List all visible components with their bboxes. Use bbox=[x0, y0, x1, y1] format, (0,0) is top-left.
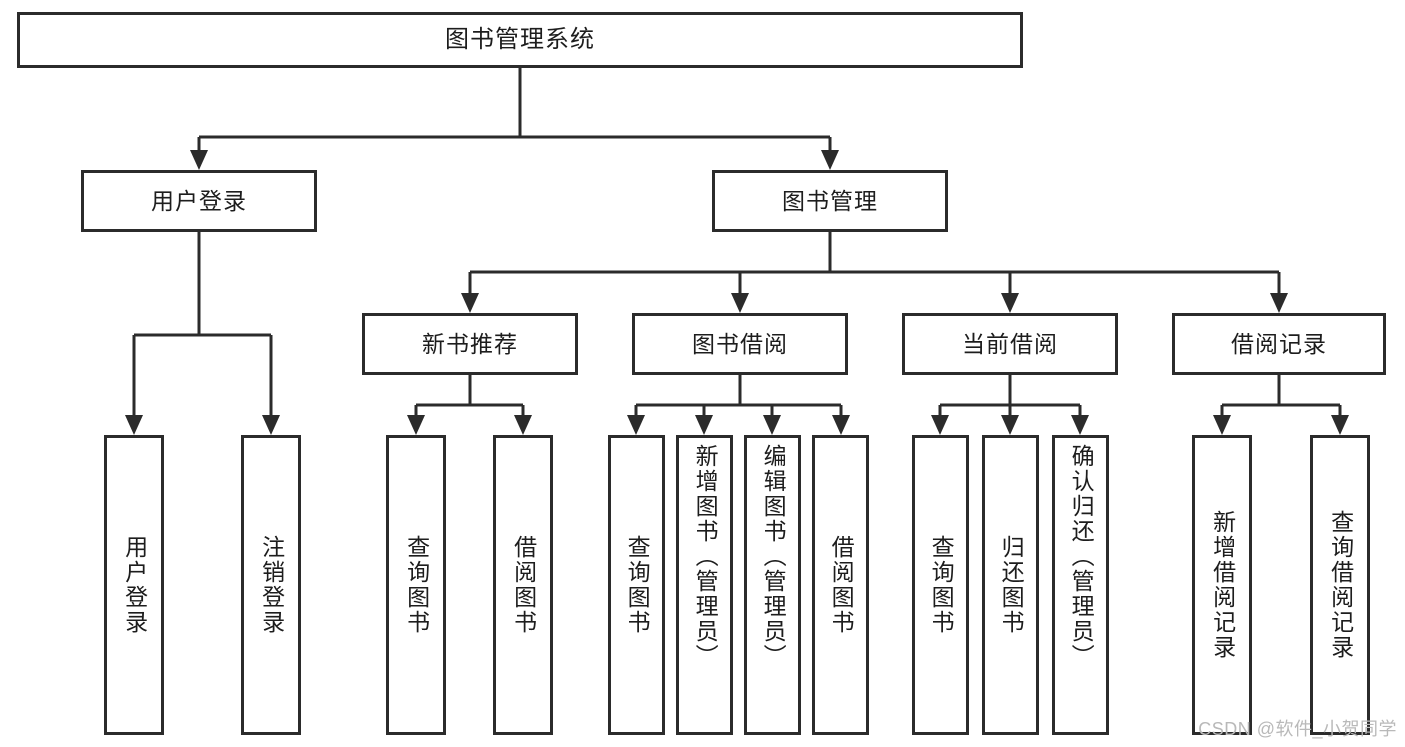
node-book-borrow[interactable]: 图书借阅 bbox=[632, 313, 848, 375]
arrow-cb-c2 bbox=[1001, 415, 1019, 435]
leaf-borrow-borrow-book[interactable]: 借阅图书 bbox=[812, 435, 869, 735]
node-root[interactable]: 图书管理系统 bbox=[17, 12, 1023, 68]
arrow-br-c1 bbox=[1213, 415, 1231, 435]
leaf-current-query-book[interactable]: 查询图书 bbox=[912, 435, 969, 735]
leaf-borrow-add-book[interactable]: 新增图书（管理员） bbox=[676, 435, 733, 735]
arrow-bb-c2 bbox=[695, 415, 713, 435]
arrow-cb-c1 bbox=[931, 415, 949, 435]
leaf-new-book-borrow[interactable]: 借阅图书 bbox=[493, 435, 553, 735]
node-new-book-recommend[interactable]: 新书推荐 bbox=[362, 313, 578, 375]
arrow-ul-c1 bbox=[125, 415, 143, 435]
arrow-nb-c1 bbox=[407, 415, 425, 435]
arrow-bm-c3 bbox=[1001, 293, 1019, 313]
leaf-record-query[interactable]: 查询借阅记录 bbox=[1310, 435, 1370, 735]
arrow-bb-c1 bbox=[627, 415, 645, 435]
leaf-user-login[interactable]: 用户登录 bbox=[104, 435, 164, 735]
arrow-nb-c2 bbox=[514, 415, 532, 435]
arrow-bm-c1 bbox=[461, 293, 479, 313]
leaf-borrow-query-book[interactable]: 查询图书 bbox=[608, 435, 665, 735]
leaf-borrow-edit-book[interactable]: 编辑图书（管理员） bbox=[744, 435, 801, 735]
arrow-br-c2 bbox=[1331, 415, 1349, 435]
node-borrow-record[interactable]: 借阅记录 bbox=[1172, 313, 1386, 375]
node-current-borrow[interactable]: 当前借阅 bbox=[902, 313, 1118, 375]
arrow-bm-c4 bbox=[1270, 293, 1288, 313]
leaf-record-add[interactable]: 新增借阅记录 bbox=[1192, 435, 1252, 735]
watermark-text: CSDN @软件_小贺同学 bbox=[1198, 719, 1397, 739]
leaf-new-book-query[interactable]: 查询图书 bbox=[386, 435, 446, 735]
arrow-book-mgmt bbox=[821, 150, 839, 170]
leaf-current-return-book[interactable]: 归还图书 bbox=[982, 435, 1039, 735]
arrow-bb-c4 bbox=[832, 415, 850, 435]
leaf-user-logout[interactable]: 注销登录 bbox=[241, 435, 301, 735]
arrow-bm-c2 bbox=[731, 293, 749, 313]
leaf-current-confirm-return[interactable]: 确认归还（管理员） bbox=[1052, 435, 1109, 735]
arrow-bb-c3 bbox=[763, 415, 781, 435]
arrow-cb-c3 bbox=[1071, 415, 1089, 435]
node-book-management[interactable]: 图书管理 bbox=[712, 170, 948, 232]
node-user-login[interactable]: 用户登录 bbox=[81, 170, 317, 232]
arrow-user-login bbox=[190, 150, 208, 170]
arrow-ul-c2 bbox=[262, 415, 280, 435]
